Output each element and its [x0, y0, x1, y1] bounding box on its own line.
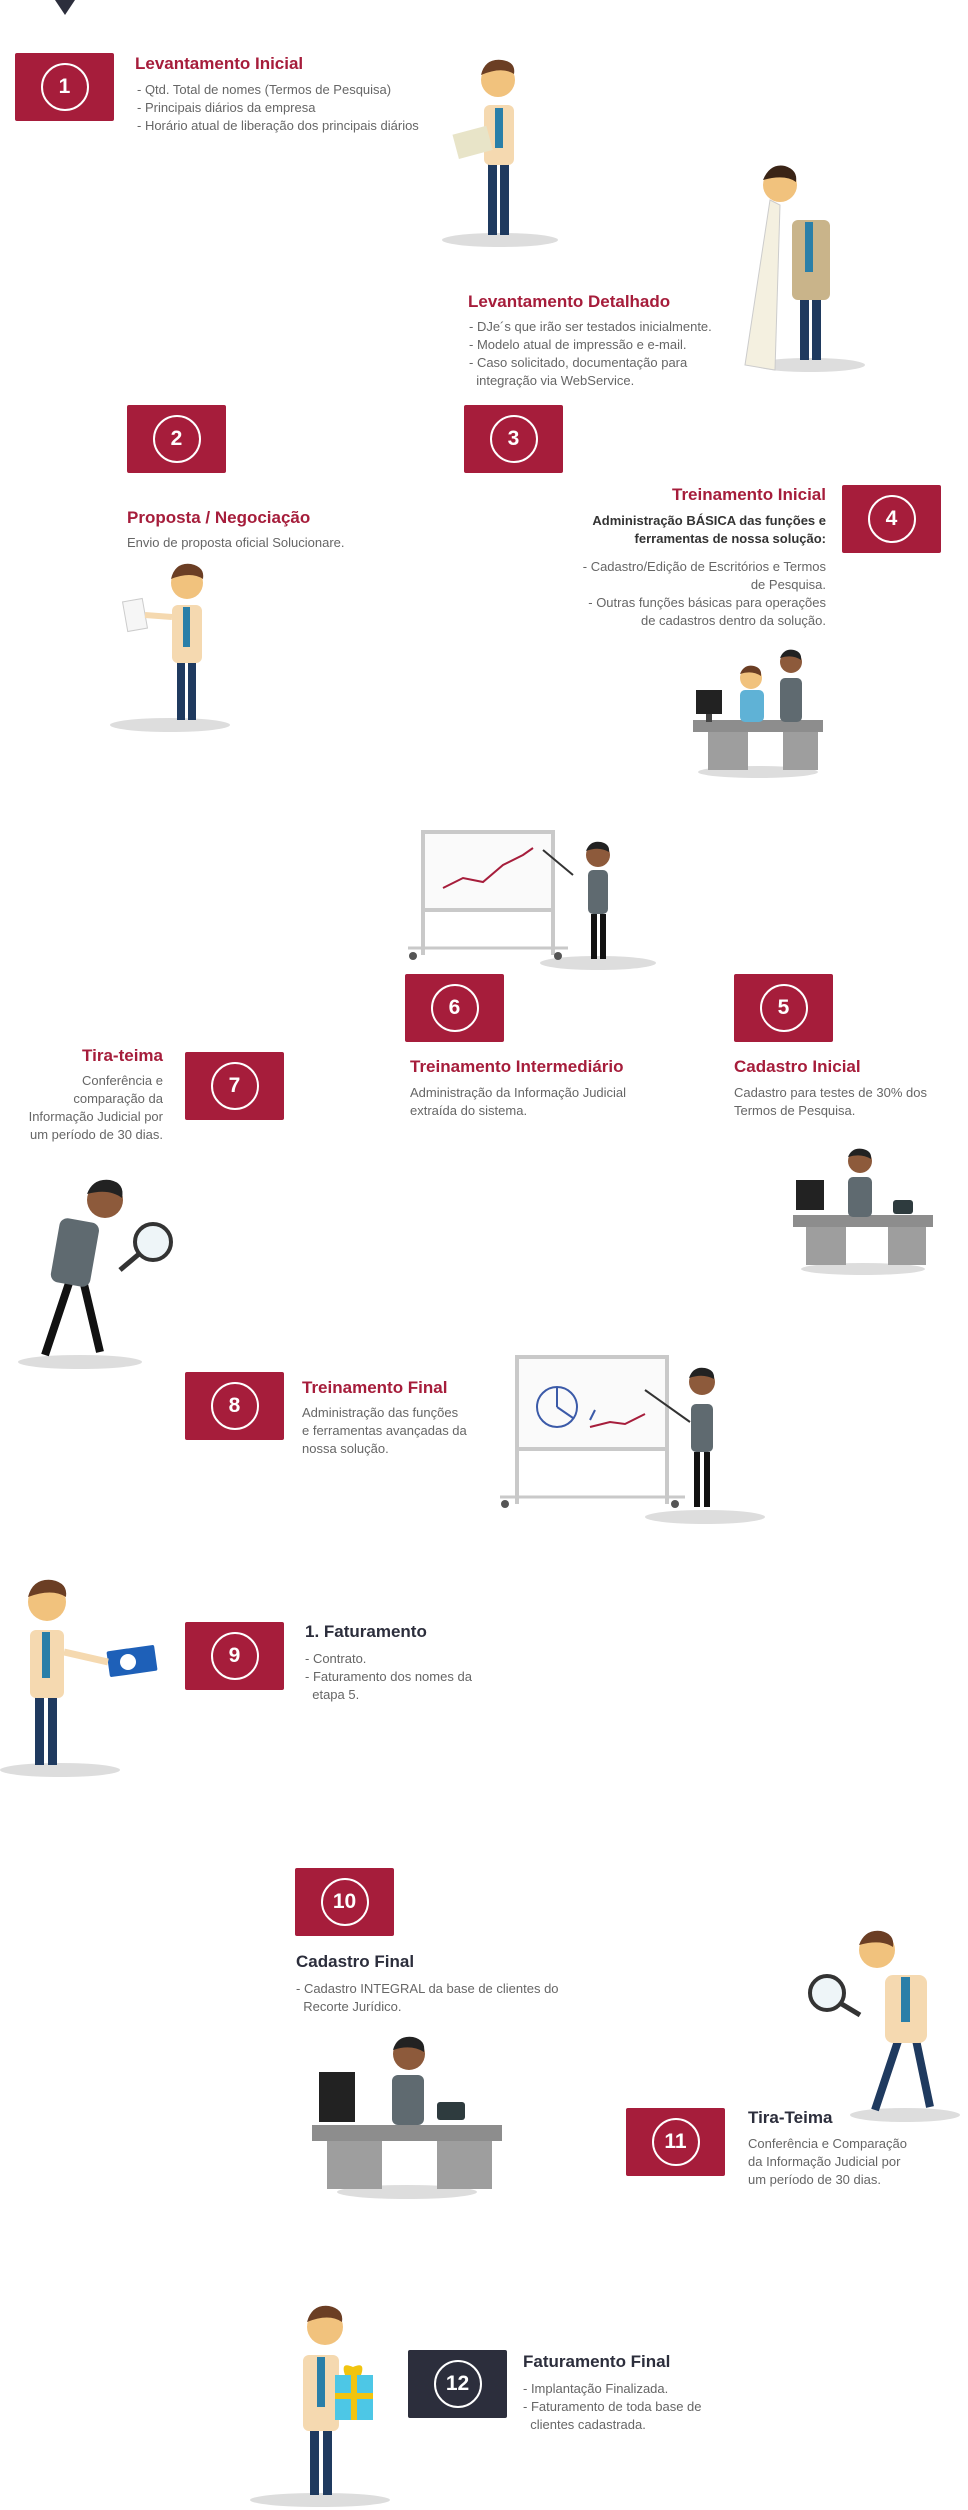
step-4-text: - Cadastro/Edição de Escritórios e Termo…	[582, 559, 826, 628]
step-12-title: Faturamento Final	[523, 2352, 671, 2371]
step-8-title: Treinamento Final	[302, 1378, 448, 1397]
step-3-text: - DJe´s que irão ser testados inicialmen…	[469, 319, 712, 388]
step-10-badge: 10	[295, 1868, 394, 1936]
step-12-text: - Implantação Finalizada.- Faturamento d…	[523, 2381, 702, 2432]
step-12-badge: 12	[408, 2350, 507, 2418]
step-1-text: - Qtd. Total de nomes (Termos de Pesquis…	[137, 82, 419, 133]
step-7-number: 7	[210, 1062, 259, 1110]
step-9-number: 9	[210, 1632, 259, 1680]
presenter-whiteboard-chart-illustration	[408, 830, 656, 970]
step-4-title: Treinamento Inicial	[672, 485, 826, 504]
man-with-magnifier-illustration	[18, 1179, 173, 1369]
step-5-number: 5	[759, 984, 808, 1032]
step-7-title: Tira-teima	[82, 1046, 163, 1065]
step-11-number: 11	[651, 2118, 700, 2166]
step-8-badge: 8	[185, 1372, 284, 1440]
man-with-gift-illustration	[250, 2305, 390, 2507]
man-with-magnifier-illustration-2	[808, 1930, 960, 2122]
step-9-text: - Contrato.- Faturamento dos nomes da et…	[305, 1651, 472, 1702]
step-9-badge: 9	[185, 1622, 284, 1690]
training-at-desk-illustration	[693, 649, 823, 778]
down-arrow-icon	[55, 0, 75, 15]
step-2-number: 2	[152, 415, 201, 463]
step-8-number: 8	[210, 1382, 259, 1430]
step-10-text: - Cadastro INTEGRAL da base de clientes …	[296, 1981, 559, 2014]
man-reading-document-illustration	[442, 59, 558, 247]
step-3-badge: 3	[464, 405, 563, 473]
step-10-title: Cadastro Final	[296, 1952, 415, 1971]
step-3-number: 3	[489, 415, 538, 463]
step-3-title: Levantamento Detalhado	[468, 292, 671, 311]
man-with-money-illustration	[0, 1579, 158, 1777]
man-presenting-proposal-illustration	[110, 563, 230, 732]
step-10-number: 10	[320, 1878, 369, 1926]
step-11-badge: 11	[626, 2108, 725, 2176]
step-11-title: Tira-Teima	[748, 2108, 833, 2127]
step-6-number: 6	[430, 984, 479, 1032]
presenter-whiteboard-pie-illustration	[500, 1355, 765, 1524]
step-1-title: Levantamento Inicial	[135, 54, 304, 73]
step-4-number: 4	[867, 495, 916, 543]
step-1-badge: 1	[15, 53, 114, 121]
step-2-badge: 2	[127, 405, 226, 473]
step-7-badge: 7	[185, 1052, 284, 1120]
step-12-number: 12	[433, 2360, 482, 2408]
step-2-title: Proposta / Negociação	[127, 508, 311, 527]
man-with-long-list-illustration	[744, 165, 865, 372]
man-at-computer-illustration-2	[312, 2036, 502, 2199]
man-at-computer-illustration	[793, 1148, 933, 1275]
step-6-badge: 6	[405, 974, 504, 1042]
step-5-badge: 5	[734, 974, 833, 1042]
step-6-title: Treinamento Intermediário	[410, 1057, 624, 1076]
step-4-badge: 4	[842, 485, 941, 553]
step-2-text: Envio de proposta oficial Solucionare.	[127, 535, 345, 550]
step-9-title: 1. Faturamento	[305, 1622, 427, 1641]
step-1-number: 1	[40, 63, 89, 111]
step-5-title: Cadastro Inicial	[734, 1057, 861, 1076]
